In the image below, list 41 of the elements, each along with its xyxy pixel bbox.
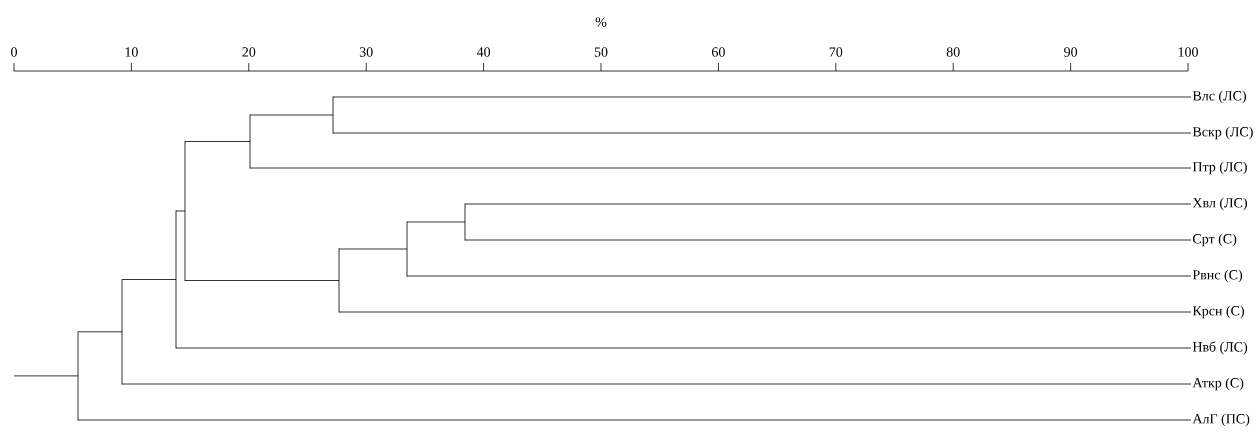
branch-line (406, 275, 1192, 277)
branch-line (464, 203, 1192, 205)
branch-line (121, 279, 177, 280)
branch-line (121, 383, 1192, 385)
leaf-label: АлГ (ПС) (1192, 413, 1250, 427)
branch-line (464, 239, 1192, 241)
branch-line (338, 311, 1192, 313)
branch-line (184, 141, 251, 142)
tick-label: 100 (1178, 47, 1198, 57)
tick-label: 90 (1064, 47, 1078, 57)
branch-line (332, 96, 1192, 98)
leaf-label: Влс (ЛС) (1192, 90, 1246, 104)
tick-label: 80 (946, 47, 960, 57)
leaf-label: Нвб (ЛС) (1192, 341, 1248, 355)
branch-line (184, 280, 340, 281)
tick-label: 10 (125, 47, 138, 57)
tick-label: 50 (594, 47, 608, 57)
tick-label: 20 (242, 47, 256, 57)
branch-line (249, 167, 1192, 169)
leaf-label: Крсн (С) (1192, 305, 1244, 319)
branch-line (175, 210, 186, 212)
tick-label: 0 (11, 47, 17, 57)
branch-line (406, 221, 466, 223)
leaf-label: Рвнс (С) (1192, 269, 1243, 283)
tick-label: 30 (359, 47, 373, 57)
branch-line (249, 114, 334, 116)
branch-line (13, 375, 79, 377)
leaf-label: Аткр (С) (1192, 377, 1244, 391)
leaf-label: Птр (ЛС) (1192, 161, 1247, 175)
branch-line (332, 132, 1192, 134)
leaf-label: Срт (С) (1193, 233, 1237, 247)
tick-label: 70 (829, 47, 843, 57)
branch-line (77, 331, 123, 333)
tick-label: 40 (476, 47, 491, 57)
branch-line (338, 248, 408, 250)
leaf-label: Хвл (ЛС) (1192, 197, 1247, 211)
leaf-label: Вскр (ЛС) (1192, 126, 1253, 140)
branch-line (175, 347, 1192, 349)
tick-label: 60 (712, 47, 725, 57)
axis-unit: % (595, 17, 607, 27)
branch-line (77, 419, 1192, 421)
